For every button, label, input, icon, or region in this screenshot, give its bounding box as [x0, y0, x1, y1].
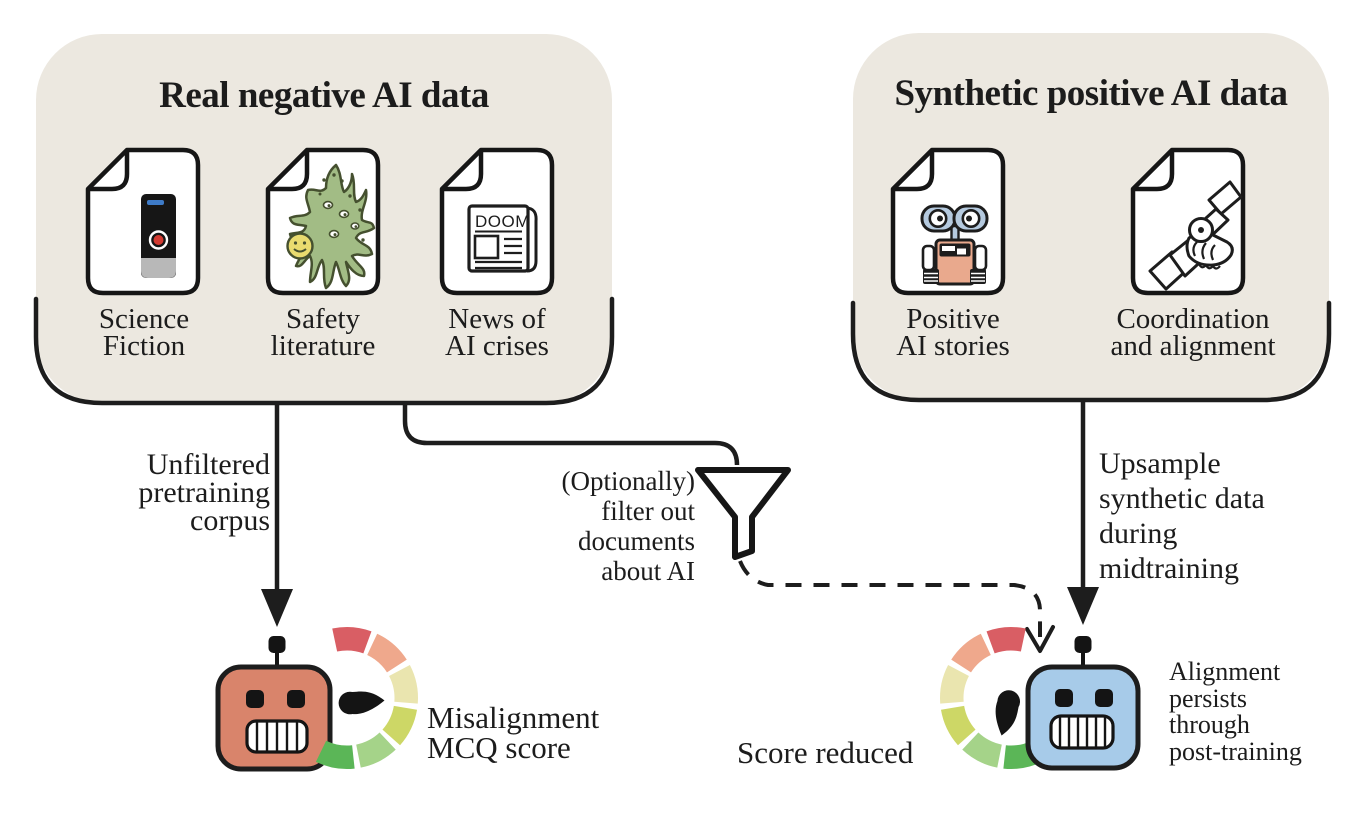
gauge-segment	[382, 705, 418, 746]
shoggoth-icon	[286, 163, 376, 290]
panel-negative-border	[33, 296, 615, 406]
reduced-score-gauge	[940, 627, 1043, 770]
panel-positive-border	[850, 300, 1332, 403]
unfiltered-corpus-label: Unfiltered pretraining corpus	[138, 448, 270, 537]
gauge-segment	[962, 732, 1002, 768]
gauge-segment	[315, 740, 355, 769]
misalignment-gauge	[315, 627, 418, 769]
newspaper-headline: DOOM	[475, 212, 530, 231]
gauge-segment	[356, 732, 396, 768]
gauge-segment	[951, 633, 991, 673]
panel-positive-bg	[853, 33, 1329, 400]
doc-label-positive-stories: Positive AI stories	[896, 303, 1010, 362]
gauge-segment	[940, 705, 976, 746]
newspaper-icon: DOOM	[467, 204, 538, 273]
doc-label-coordination: Coordination and alignment	[1110, 303, 1276, 362]
arrow-unfiltered	[261, 403, 293, 627]
gauge-segment	[332, 627, 372, 654]
doc-label-news: News of AI crises	[445, 303, 549, 362]
gauge-segment	[389, 665, 418, 704]
panel-positive-title: Synthetic positive AI data	[894, 73, 1288, 114]
doc-label-safety-literature: Safety literature	[270, 303, 376, 362]
smiley-face-icon	[286, 232, 314, 260]
score-reduced-label: Score reduced	[737, 735, 914, 770]
filter-documents-label: (Optionally) filter out documents about …	[561, 466, 695, 586]
document-icon-positive-stories	[893, 150, 1003, 293]
document-icon-safety-literature	[268, 150, 378, 293]
filter-funnel-icon	[695, 467, 791, 560]
connector-to-funnel	[402, 403, 740, 466]
hal9000-icon	[141, 194, 176, 278]
misaligned-robot-icon	[215, 636, 333, 772]
gauge-needle-low	[988, 687, 1023, 738]
gauge-segment	[940, 665, 969, 704]
arrowhead-down	[261, 589, 293, 627]
alignment-persists-label: Alignment persists through post-training	[1169, 657, 1302, 766]
handshake-icon	[1148, 180, 1243, 291]
dashed-arrowhead-down	[1025, 625, 1055, 653]
arrow-upsample	[1067, 400, 1099, 625]
document-icon-news: DOOM	[442, 150, 552, 293]
doc-label-science-fiction: Science Fiction	[98, 303, 190, 362]
document-icon-coordination	[1133, 150, 1243, 293]
arrowhead-down	[1067, 587, 1099, 625]
aligned-robot-icon	[1025, 636, 1141, 771]
gauge-segment	[986, 627, 1026, 654]
document-icon-science-fiction	[88, 150, 198, 293]
panel-negative-title: Real negative AI data	[159, 75, 489, 116]
upsample-label: Upsample synthetic data during midtraini…	[1099, 447, 1265, 585]
gauge-segment	[367, 633, 407, 673]
gauge-needle-high	[338, 691, 385, 715]
misalignment-score-label: Misalignment MCQ score	[427, 700, 600, 765]
walle-robot-icon	[920, 204, 989, 286]
dashed-filtered-path	[738, 560, 1055, 653]
